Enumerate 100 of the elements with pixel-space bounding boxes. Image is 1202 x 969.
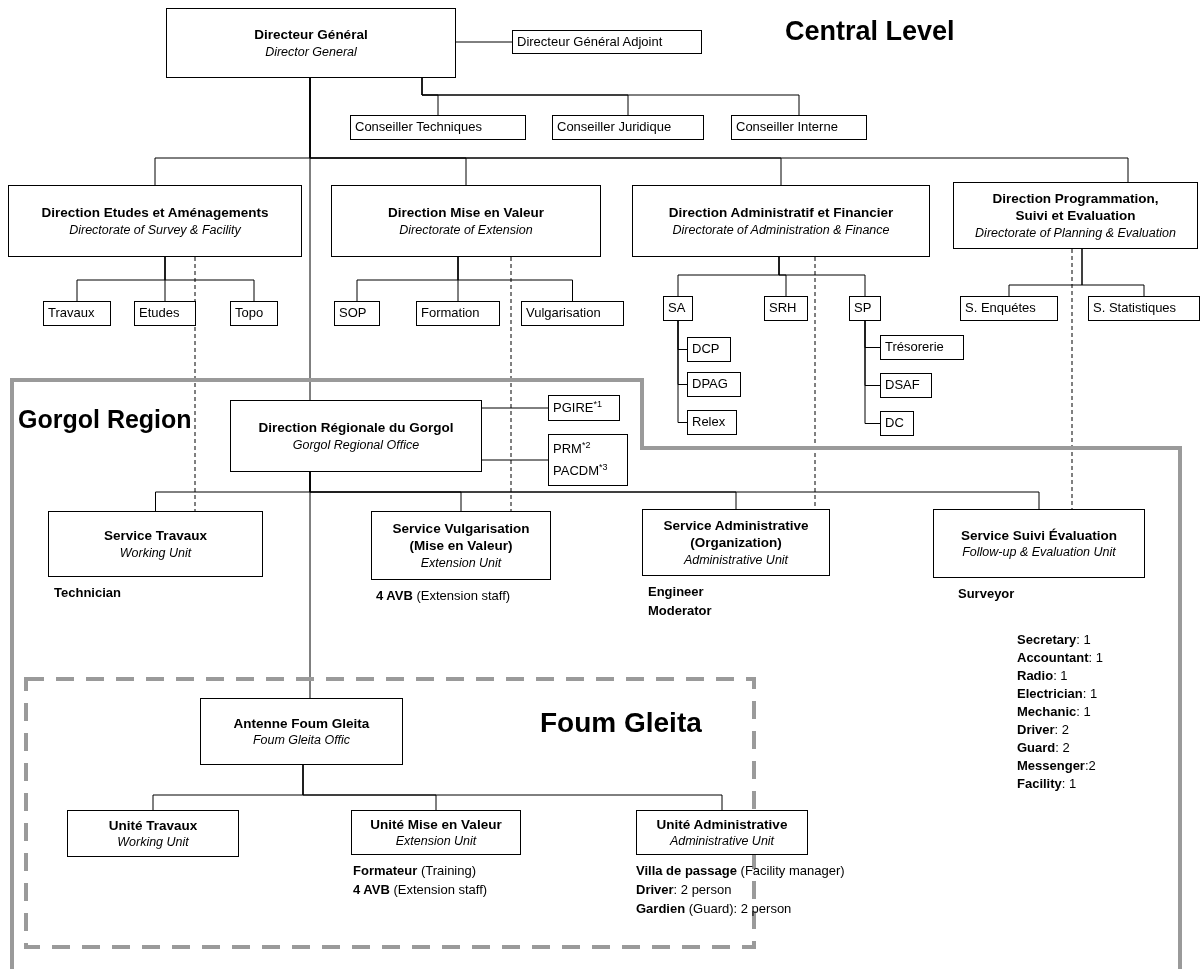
area-title: Foum Gleita [540, 707, 702, 739]
staff-note: Villa de passage (Facility manager) [636, 863, 845, 878]
office-name: Travaux [48, 304, 95, 323]
unit-name: Direction Régionale du Gorgol [258, 419, 454, 437]
staff-count: Mechanic: 1 [1017, 704, 1091, 719]
office-name: PACDM$^{*3}$ [553, 461, 608, 481]
unit-box [331, 185, 601, 257]
office-box [849, 296, 881, 321]
unit-translation: Director General [265, 43, 357, 60]
office-box [43, 301, 111, 326]
office-name: S. Enquétes [965, 299, 1036, 318]
office-name: SP [854, 299, 872, 318]
staff-note: Moderator [648, 603, 712, 618]
unit-name: Unité Travaux [108, 816, 198, 835]
office-box [548, 395, 620, 421]
office-name: Formation [421, 304, 480, 323]
unit-name: Directeur Général [254, 26, 368, 44]
unit-translation: Directorate of Administration & Finance [672, 221, 890, 238]
office-name: SA [668, 299, 686, 318]
unit-box [933, 509, 1145, 578]
staff-note: Formateur (Training) [353, 863, 477, 878]
office-name: SOP [339, 304, 367, 323]
staff-note: 4 AVB (Extension staff) [376, 588, 511, 603]
staff-count: Secretary: 1 [1017, 632, 1091, 647]
unit-translation: Administrative Unit [669, 833, 775, 850]
connector-line [481, 459, 549, 461]
connector-line [864, 320, 881, 424]
unit-box [200, 698, 403, 765]
dashed-connector [510, 256, 512, 512]
staff-count: Electrician: 1 [1017, 686, 1098, 701]
connector-line [309, 77, 311, 401]
office-box [416, 301, 500, 326]
office-box [512, 30, 702, 54]
unit-box [953, 182, 1198, 249]
office-box [350, 115, 526, 140]
staff-note: Surveyor [958, 586, 1015, 601]
office-box [1088, 296, 1200, 321]
office-name: Directeur Général Adjoint [517, 32, 663, 51]
staff-count: Driver: 2 [1017, 722, 1070, 737]
unit-name: Antenne Foum Gleita [233, 714, 370, 733]
unit-box [67, 810, 239, 857]
unit-box [8, 185, 302, 257]
unit-name: Direction Mise en Valeur [387, 204, 545, 222]
unit-box [230, 400, 482, 472]
connector-line [457, 256, 573, 302]
unit-name: Service Vulgarisation (Mise en Valeur) [391, 519, 531, 555]
unit-box [166, 8, 456, 78]
connector-line [164, 256, 255, 302]
office-name: Topo [235, 304, 264, 323]
unit-box [371, 511, 551, 580]
office-box [230, 301, 278, 326]
office-box [764, 296, 808, 321]
connector-line [778, 256, 866, 297]
connector-line [677, 320, 688, 423]
area-title: Gorgol Region [18, 405, 192, 434]
staff-note: Driver: 2 person [636, 882, 732, 897]
office-box [663, 296, 693, 321]
unit-translation: Working Unit [117, 834, 189, 851]
office-box [731, 115, 867, 140]
office-name: Trésorerie [885, 338, 944, 357]
unit-box [48, 511, 263, 577]
office-box [687, 372, 741, 397]
unit-name: Direction Programmation, Suivi et Evaluation [991, 189, 1160, 225]
unit-translation: Administrative Unit [683, 551, 789, 569]
office-box [960, 296, 1058, 321]
unit-name: Direction Etudes et Aménagements [41, 204, 269, 222]
staff-count: Radio: 1 [1017, 668, 1068, 683]
office-name: DPAG [692, 375, 728, 394]
office-box [687, 337, 731, 362]
unit-name: Service Suivi Évaluation [960, 526, 1118, 545]
office-name: PGIRE$^{*1}$ [553, 397, 602, 418]
staff-count: Accountant: 1 [1017, 650, 1103, 665]
office-name: Relex [692, 413, 726, 432]
office-box [521, 301, 624, 326]
office-name: DSAF [885, 376, 920, 395]
unit-box [642, 509, 830, 576]
staff-count: Guard: 2 [1017, 740, 1070, 755]
office-box [134, 301, 196, 326]
office-name: DC [885, 414, 904, 433]
staff-count: Facility: 1 [1017, 776, 1077, 791]
unit-translation: Foum Gleita Offic [252, 732, 351, 749]
office-name: Conseiller Interne [736, 118, 838, 137]
staff-note: Technician [54, 585, 121, 600]
diagram-title: Central Level [785, 16, 955, 47]
unit-translation: Extension Unit [395, 833, 477, 850]
staff-count: Messenger:2 [1017, 758, 1096, 773]
connector-line [302, 764, 723, 811]
connector-line [421, 77, 800, 116]
office-box [548, 434, 628, 486]
office-name: Conseiller Techniques [355, 118, 482, 137]
unit-name: Service Administrative (Organization) [662, 516, 810, 552]
unit-box [636, 810, 808, 855]
connector-line [309, 471, 311, 699]
unit-translation: Working Unit [119, 544, 192, 561]
unit-translation: Gorgol Regional Office [292, 436, 420, 453]
office-name: S. Statistiques [1093, 299, 1177, 318]
office-name: Vulgarisation [526, 304, 601, 323]
dashed-connector [194, 256, 196, 512]
unit-translation: Directorate of Planning & Evaluation [975, 224, 1176, 242]
office-name: Conseiller Juridique [557, 118, 672, 137]
